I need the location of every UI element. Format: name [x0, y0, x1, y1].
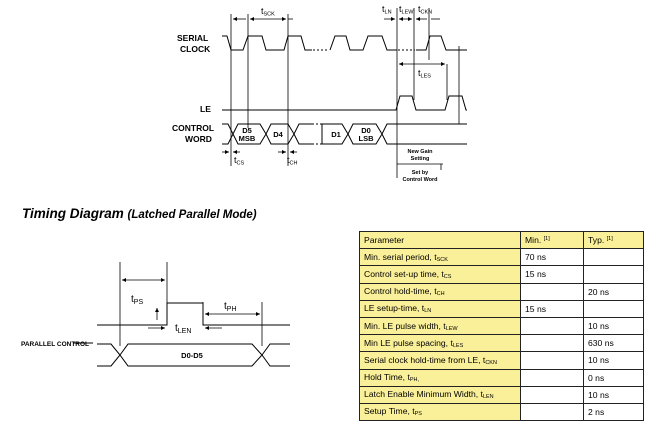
serial-timing-diagram: SERIAL CLOCK LE CONTROL WORD D5 MSB D4 D…: [172, 4, 467, 183]
serial-clock-label-2: CLOCK: [180, 44, 211, 54]
min-cell: [520, 402, 584, 422]
parallel-timing-diagram: PARALLEL CONTROL D0-D5 tPS tPH tLEN: [21, 262, 290, 367]
min-cell: [520, 334, 584, 353]
le-label: LE: [200, 104, 211, 114]
section-title: Timing Diagram (Latched Parallel Mode): [22, 206, 257, 221]
tlew-label: tLEW: [399, 4, 414, 16]
serial-clock-label-1: SERIAL: [177, 33, 208, 43]
table-row: Serial clock hold-time from LE, tCKN 10 n…: [359, 351, 644, 370]
param-cell: Latch Enable Minimum Width, tLEN: [359, 385, 521, 404]
typ-cell: [583, 299, 644, 318]
tckn-label: tCKN: [418, 4, 432, 16]
bit-d5: D5: [242, 126, 252, 135]
table-header-row: Parameter Min. [1] Typ. [1]: [359, 230, 644, 250]
tps-label: tPS: [131, 294, 143, 306]
param-cell: LE setup-time, tLN: [359, 299, 521, 318]
min-cell: 70 ns: [520, 248, 584, 267]
param-cell: Hold Time, tPH,: [359, 368, 521, 387]
param-cell: Setup Time, tPS: [359, 402, 521, 422]
typ-cell: 630 ns: [583, 334, 644, 353]
typ-cell: 0 ns: [583, 368, 644, 387]
tch-label: tCH: [287, 155, 297, 167]
typ-cell: [583, 265, 644, 284]
le-waveform: [222, 95, 467, 111]
typ-cell: 10 ns: [583, 385, 644, 404]
latch-enable-waveform: [97, 302, 290, 326]
min-cell: [520, 351, 584, 370]
control-word-bus: [222, 123, 467, 145]
param-cell: Min. LE pulse width, tLEW: [359, 316, 521, 336]
bit-d5-msb: MSB: [239, 134, 256, 143]
typ-cell: 10 ns: [583, 316, 644, 336]
parallel-control-label: PARALLEL CONTROL: [21, 341, 89, 348]
typ-cell: 2 ns: [583, 402, 644, 422]
tcs-label: tCS: [234, 155, 244, 167]
bus-label: D0-D5: [181, 351, 203, 360]
timing-spec-table: Parameter Min. [1] Typ. [1] Min. serial …: [359, 230, 644, 422]
table-row: Min. LE pulse width, tLEW 10 ns: [359, 316, 644, 336]
control-word-label-1: CONTROL: [172, 123, 214, 133]
bit-d4: D4: [273, 130, 283, 139]
tlen-label: tLEN: [175, 323, 191, 335]
param-cell: Control set-up time, tCS: [359, 265, 521, 284]
tln-label: tLN: [382, 4, 392, 16]
title-main: Timing Diagram: [22, 206, 124, 221]
table-row: Min LE pulse spacing, tLES 630 ns: [359, 334, 644, 353]
min-cell: 15 ns: [520, 299, 584, 318]
param-cell: Serial clock hold-time from LE, tCKN: [359, 351, 521, 370]
typ-cell: 10 ns: [583, 351, 644, 370]
note-set-by-2: Control Word: [402, 177, 437, 183]
param-cell: Min LE pulse spacing, tLES: [359, 334, 521, 353]
note-new-gain-2: Setting: [411, 156, 430, 162]
parallel-bus-waveform: [97, 343, 290, 367]
min-cell: [520, 368, 584, 387]
min-cell: [520, 385, 584, 404]
tles-label: tLES: [418, 68, 431, 80]
typ-cell: 20 ns: [583, 282, 644, 301]
table-row: Hold Time, tPH, 0 ns: [359, 368, 644, 387]
tsck-label: tSCK: [261, 6, 275, 18]
bit-d0-lsb: LSB: [359, 134, 375, 143]
title-subtitle: (Latched Parallel Mode): [127, 209, 257, 221]
param-cell: Min. serial period, tSCK: [359, 248, 521, 267]
bit-d1: D1: [331, 130, 341, 139]
typ-cell: [583, 248, 644, 267]
min-cell: [520, 282, 584, 301]
table-row: Latch Enable Minimum Width, tLEN 10 ns: [359, 385, 644, 404]
serial-clock-waveform: [222, 35, 467, 51]
min-cell: [520, 316, 584, 336]
bit-d0: D0: [361, 126, 371, 135]
note-new-gain-1: New Gain: [407, 149, 433, 155]
tph-label: tPH: [224, 301, 237, 313]
header-typ: Typ. [1]: [583, 230, 644, 250]
note-set-by-1: Set by: [412, 170, 429, 176]
table-row: Control hold-time, tCH 20 ns: [359, 282, 644, 301]
header-parameter: Parameter: [359, 230, 521, 250]
param-cell: Control hold-time, tCH: [359, 282, 521, 301]
table-row: Setup Time, tPS 2 ns: [359, 402, 644, 422]
header-min: Min. [1]: [520, 230, 584, 250]
control-word-label-2: WORD: [185, 134, 212, 144]
min-cell: 15 ns: [520, 265, 584, 284]
